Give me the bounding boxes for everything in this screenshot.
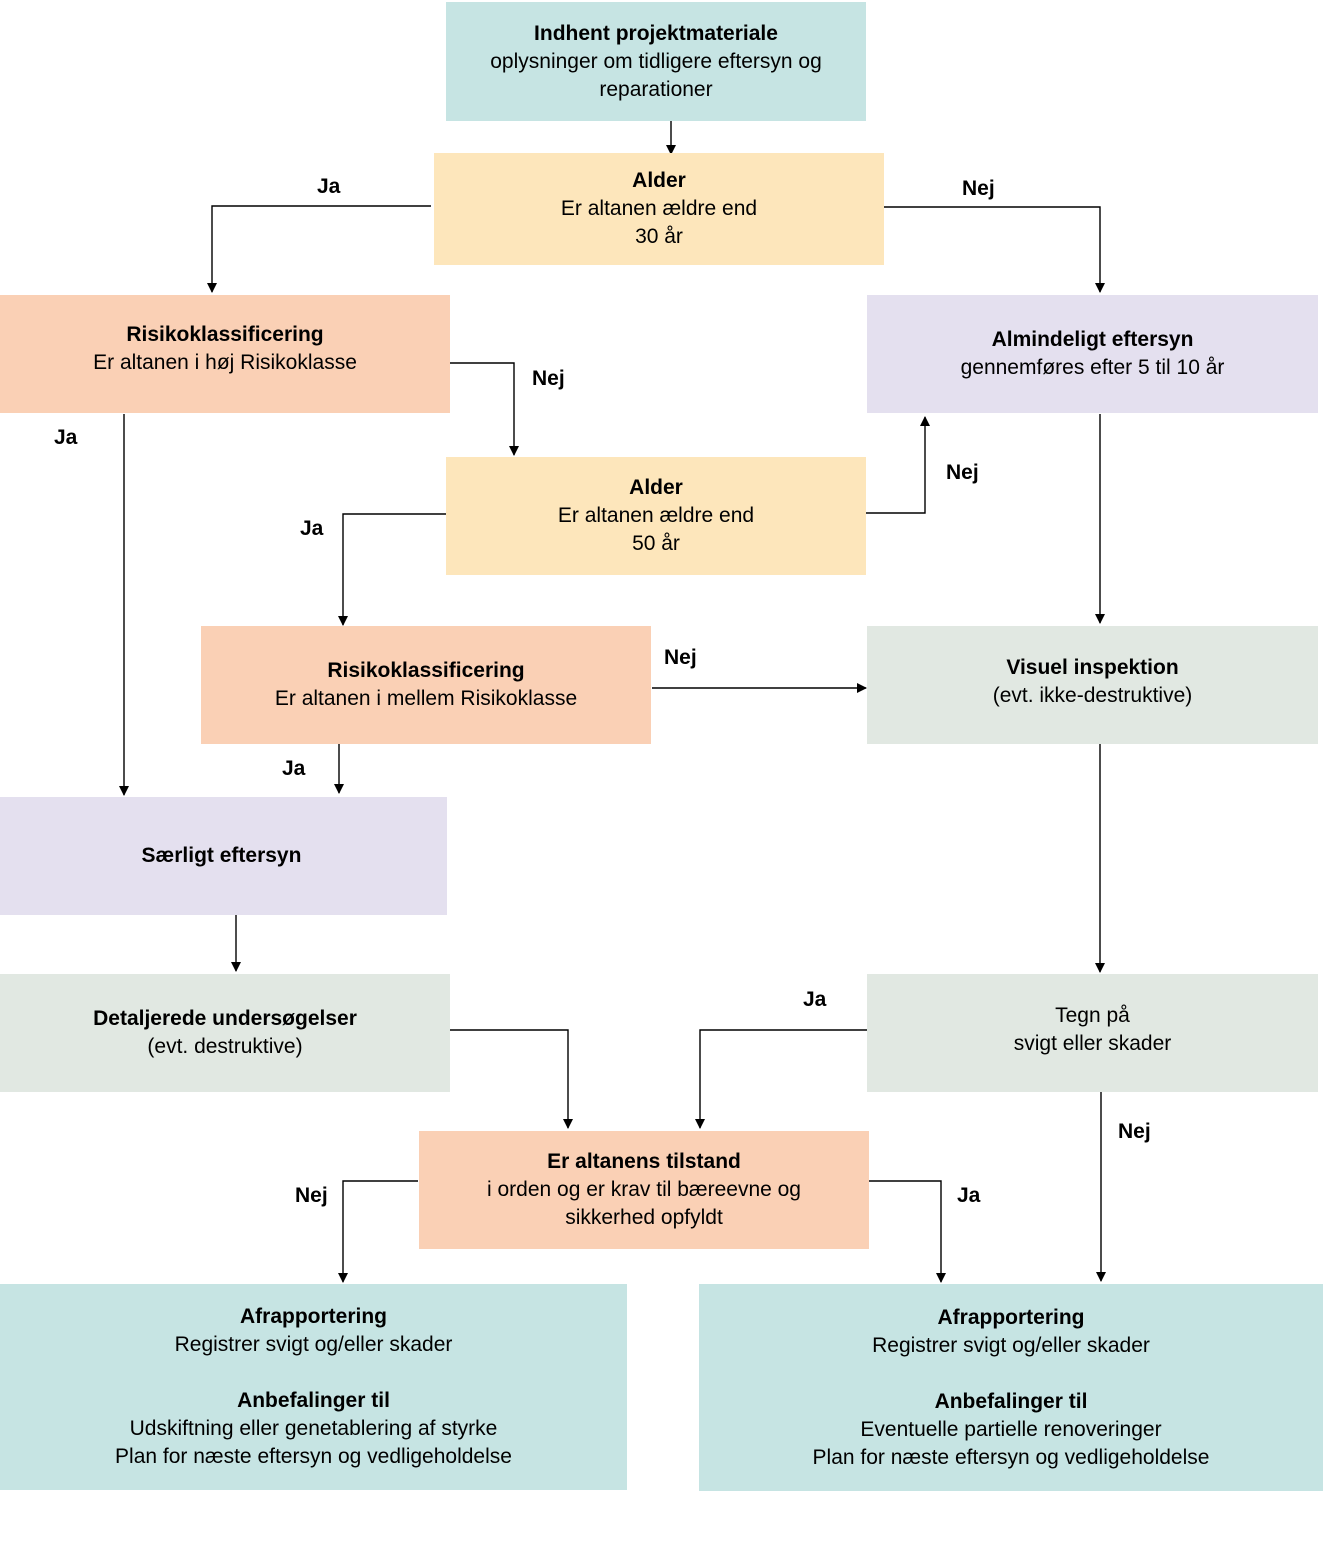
node-tegn-pa-svigt: Tegn på svigt eller skader [867, 974, 1318, 1092]
node-title: Indhent projektmateriale [534, 21, 778, 45]
edge-label-nej: Nej [962, 177, 995, 200]
edge-label-nej: Nej [946, 461, 979, 484]
node-text: Er altanen ældre end [557, 504, 755, 527]
edge-label-nej: Nej [532, 367, 565, 390]
edge-tilstand-afrap-left [338, 1180, 418, 1283]
node-text: i orden og er krav til bæreevne og [486, 1178, 801, 1201]
node-text: Plan for næste eftersyn og vedligeholdel… [115, 1445, 512, 1468]
edge-alder50-risk-mellem [338, 513, 446, 626]
node-title: Alder [632, 169, 686, 192]
node-text: (evt. destruktive) [147, 1035, 303, 1058]
node-title: Anbefalinger til [237, 1389, 390, 1412]
edge-label-ja: Ja [317, 175, 341, 198]
edge-label-nej: Nej [664, 646, 697, 669]
edge-risk-hoj-alder50 [450, 362, 519, 456]
node-text: 30 år [635, 225, 683, 248]
edge-label-ja: Ja [803, 988, 827, 1011]
node-title: Detaljerede undersøgelser [93, 1007, 357, 1030]
node-afrapportering-left: Afrapportering Registrer svigt og/eller … [0, 1284, 627, 1490]
node-title: Alder [629, 476, 683, 499]
node-text: reparationer [599, 77, 713, 101]
node-almindeligt-eftersyn: Almindeligt eftersyn gennemføres efter 5… [867, 295, 1318, 413]
node-text: (evt. ikke-destruktive) [992, 684, 1193, 707]
node-indhent-projektmateriale: Indhent projektmateriale oplysninger om … [446, 2, 866, 121]
node-text: sikkerhed opfyldt [565, 1206, 723, 1229]
node-title: Afrapportering [937, 1305, 1085, 1329]
node-risiko-mellem: Risikoklassificering Er altanen i mellem… [201, 626, 651, 744]
edge-alder50-almindeligt [866, 416, 930, 514]
node-altanens-tilstand: Er altanens tilstand i orden og er krav … [419, 1131, 869, 1249]
edge-label-nej: Nej [295, 1184, 328, 1207]
node-afrapportering-right: Afrapportering Registrer svigt og/eller … [699, 1284, 1323, 1491]
node-saerligt-eftersyn: Særligt eftersyn [0, 797, 447, 915]
node-text: oplysninger om tidligere eftersyn og [490, 49, 822, 73]
node-detaljerede-undersogelser: Detaljerede undersøgelser (evt. destrukt… [0, 974, 450, 1092]
node-text: 50 år [632, 532, 680, 555]
node-visuel-inspektion: Visuel inspektion (evt. ikke-destruktive… [867, 626, 1318, 744]
node-title: Særligt eftersyn [141, 844, 302, 867]
edge-label-ja: Ja [957, 1184, 981, 1207]
edge-label-ja: Ja [300, 517, 324, 540]
node-title: Almindeligt eftersyn [991, 328, 1194, 351]
edge-label-ja: Ja [282, 757, 306, 780]
node-text: Registrer svigt og/eller skader [174, 1333, 453, 1356]
node-title: Anbefalinger til [934, 1389, 1088, 1413]
edge-detaljerede-tilstand [450, 1029, 573, 1129]
edge-alder30-risk-hoj [207, 205, 431, 293]
node-text: svigt eller skader [1013, 1032, 1172, 1055]
node-text: Er altanen i høj Risikoklasse [93, 351, 357, 374]
edge-tilstand-afrap-right [868, 1180, 946, 1283]
node-title: Visuel inspektion [1006, 656, 1179, 679]
node-text: Er altanen ældre end [560, 197, 758, 220]
node-title: Risikoklassificering [126, 323, 324, 346]
edge-label-ja: Ja [54, 426, 78, 449]
node-text: Er altanen i mellem Risikoklasse [274, 687, 578, 710]
node-text: Tegn på [1055, 1004, 1130, 1027]
edge-tegn-tilstand [695, 1029, 868, 1129]
edge-label-nej: Nej [1118, 1120, 1151, 1143]
node-alder-30: Alder Er altanen ældre end 30 år [434, 153, 884, 265]
node-text: Udskiftning eller genetablering af styrk… [129, 1417, 498, 1440]
node-text: Plan for næste eftersyn og vedligeholdel… [812, 1445, 1210, 1469]
node-text: gennemføres efter 5 til 10 år [960, 356, 1225, 379]
edge-alder30-almindeligt [884, 206, 1105, 293]
node-title: Risikoklassificering [327, 659, 525, 682]
node-text: Eventuelle partielle renoveringer [860, 1417, 1162, 1441]
node-alder-50: Alder Er altanen ældre end 50 år [446, 457, 866, 575]
node-text: Registrer svigt og/eller skader [872, 1333, 1150, 1357]
node-risiko-hoj: Risikoklassificering Er altanen i høj Ri… [0, 295, 450, 413]
node-title: Afrapportering [240, 1305, 387, 1328]
node-title: Er altanens tilstand [547, 1150, 741, 1173]
